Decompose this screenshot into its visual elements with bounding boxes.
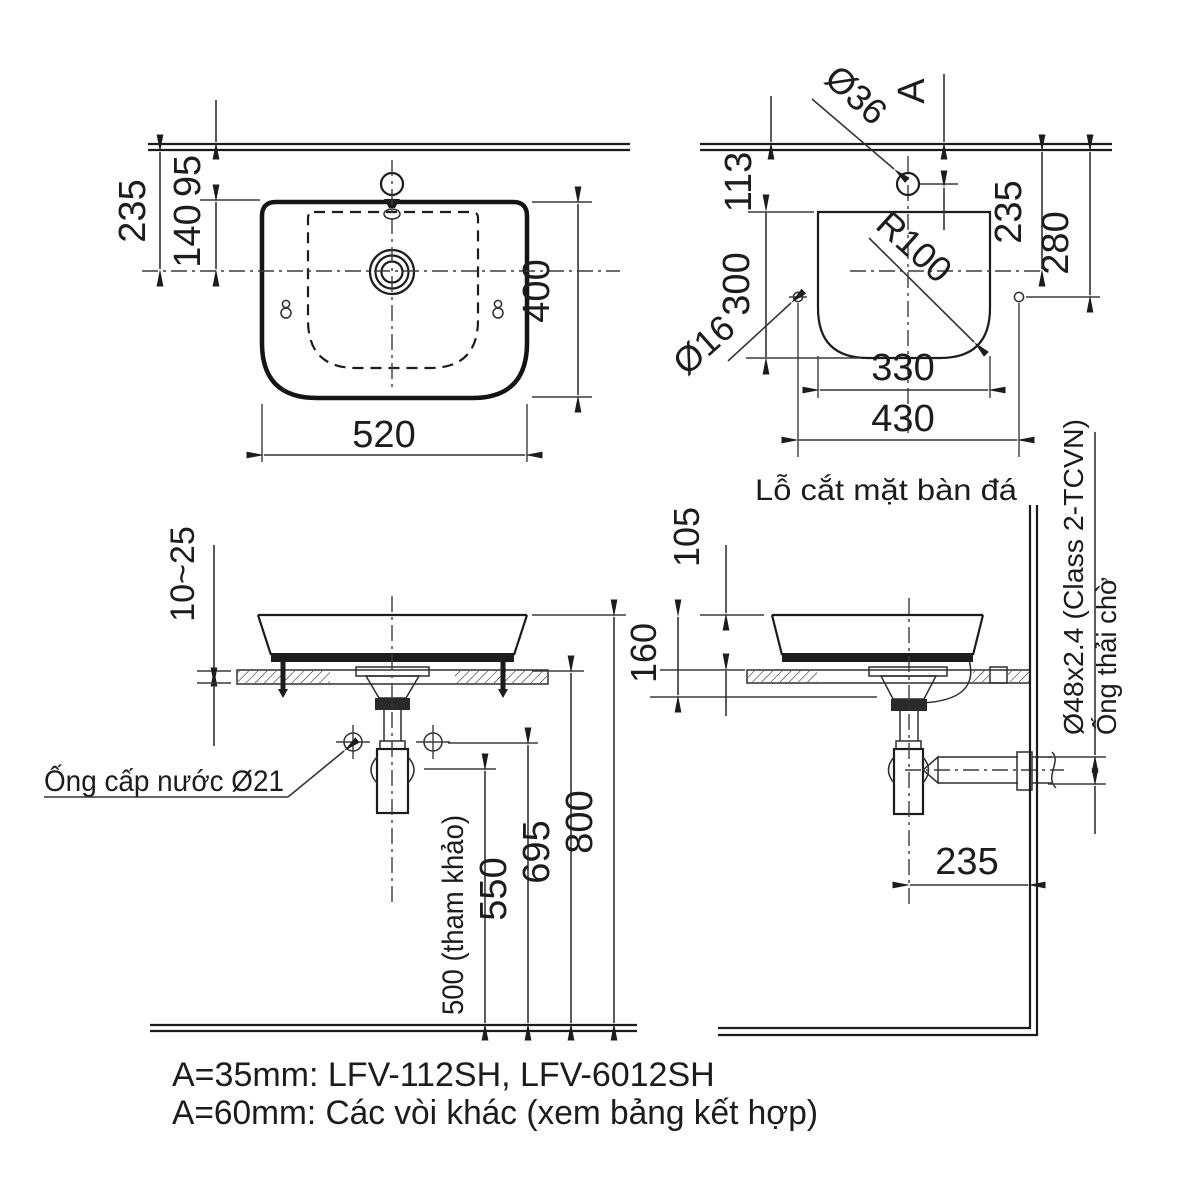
basin-plan-outline	[259, 199, 530, 401]
front-extension-lines	[424, 614, 626, 770]
label-dia36: Ø36	[817, 57, 895, 133]
label-r100: R100	[869, 203, 960, 291]
cutout-outline	[816, 210, 992, 360]
dim-label-235-side: 235	[935, 841, 998, 883]
cutout-caption: Lỗ cắt mặt bàn đá	[755, 474, 1017, 507]
dim-label-160: 160	[623, 623, 664, 683]
bowl-hidden-outline	[306, 210, 480, 370]
dim-label-520: 520	[352, 414, 415, 456]
dim-label-140: 140	[167, 204, 209, 267]
dim-label-113: 113	[718, 152, 760, 213]
supply-point-right	[416, 725, 450, 759]
fixing-hole-right	[492, 299, 504, 319]
dim-label-95: 95	[167, 155, 209, 197]
dim-label-695: 695	[516, 820, 558, 883]
dim-label-800: 800	[559, 790, 601, 853]
dim-label-500: 500 (tham khảo)	[437, 815, 470, 1015]
plan-view: 235 95 140 400 520	[112, 100, 630, 462]
supply-pipe-leader	[44, 737, 360, 798]
note-line-2: A=60mm: Các vòi khác (xem bảng kết hợp)	[172, 1094, 818, 1132]
countertop-section-side	[746, 666, 1031, 684]
dim-label-thickness: 10~25	[164, 526, 202, 622]
side-view: 105 160 Ø48x2.4 (Class 2-TCVN) Ống thải …	[623, 419, 1122, 1037]
fixing-bolt-left	[278, 660, 288, 698]
cutout-bottom-dims	[781, 356, 1035, 444]
dim-113-300	[746, 96, 860, 375]
note-line-1: A=35mm: LFV-112SH, LFV-6012SH	[172, 1056, 715, 1094]
drain-assembly-side	[868, 659, 972, 750]
dim-label-330: 330	[871, 347, 934, 389]
waste-pipe-name-label: Ống thải chờ	[1090, 577, 1122, 735]
cutout-view: Ø36 A 113 300 Ø16 R100	[665, 57, 1112, 507]
wall-line	[718, 505, 1039, 1037]
dim-label-550: 550	[473, 857, 515, 920]
dim-label-300: 300	[716, 252, 758, 315]
notes: A=35mm: LFV-112SH, LFV-6012SH A=60mm: Cá…	[172, 1056, 818, 1132]
dim-label-235-cut: 235	[988, 180, 1030, 243]
front-dimension-lines	[481, 599, 618, 1041]
dim-label-430: 430	[871, 398, 934, 440]
fixing-hole-left	[280, 299, 292, 319]
faucet-hole-leader	[811, 98, 910, 183]
plan-dimension-lines	[156, 134, 582, 459]
dim-label-A: A	[891, 78, 933, 104]
basin-side-profile	[770, 613, 985, 662]
fixing-hole-left-cut	[789, 291, 807, 457]
front-view: Ống cấp nước Ø21 500 (tham khảo) 550 695…	[44, 526, 637, 1041]
dim-label-400: 400	[516, 259, 558, 322]
supply-pipe-label: Ống cấp nước Ø21	[44, 764, 284, 798]
drain-assembly-front	[355, 666, 430, 750]
waste-pipe-spec-label: Ø48x2.4 (Class 2-TCVN)	[1058, 419, 1089, 735]
dim-counter-thickness	[197, 545, 231, 746]
cutout-right-dims	[1038, 134, 1094, 313]
floor-line-front	[150, 1023, 637, 1033]
dim-label-105: 105	[666, 507, 707, 567]
countertop-front-edge-right	[700, 142, 1112, 152]
fixing-bolt-right	[498, 660, 508, 698]
countertop-front-edge	[148, 142, 630, 152]
dim-label-235: 235	[112, 179, 154, 242]
dim-label-280: 280	[1035, 211, 1077, 274]
label-dia16: Ø16	[665, 307, 743, 383]
